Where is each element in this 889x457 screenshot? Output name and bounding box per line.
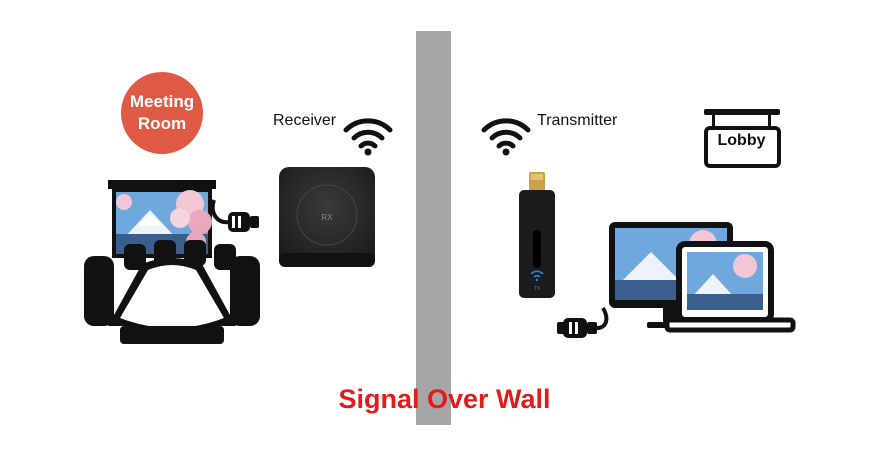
conference-table-icon <box>84 240 260 344</box>
conference-room-illustration <box>84 180 260 344</box>
hdmi-connector-icon <box>210 199 259 232</box>
transmitter-label: Transmitter <box>537 112 618 129</box>
diagram-title: Signal Over Wall <box>338 384 551 414</box>
meeting-room-badge: Meeting Room <box>121 72 203 154</box>
receiver-device: RX <box>279 167 375 267</box>
wifi-icon <box>481 118 531 156</box>
projector-screen-icon <box>108 180 216 189</box>
rx-device-text: RX <box>321 213 333 222</box>
lobby-display-illustration <box>557 222 796 338</box>
hdmi-connector-icon <box>557 306 609 338</box>
wall-divider <box>416 31 451 425</box>
meeting-room-line2: Room <box>137 114 187 133</box>
lobby-label: Lobby <box>717 132 766 149</box>
receiver-label: Receiver <box>273 112 337 129</box>
tx-device-text: TX <box>534 286 541 292</box>
meeting-room-line1: Meeting <box>129 92 195 111</box>
wifi-icon <box>343 118 393 156</box>
laptop-icon <box>664 241 796 333</box>
lobby-sign-icon <box>704 109 781 168</box>
transmitter-device: TX <box>519 172 555 298</box>
